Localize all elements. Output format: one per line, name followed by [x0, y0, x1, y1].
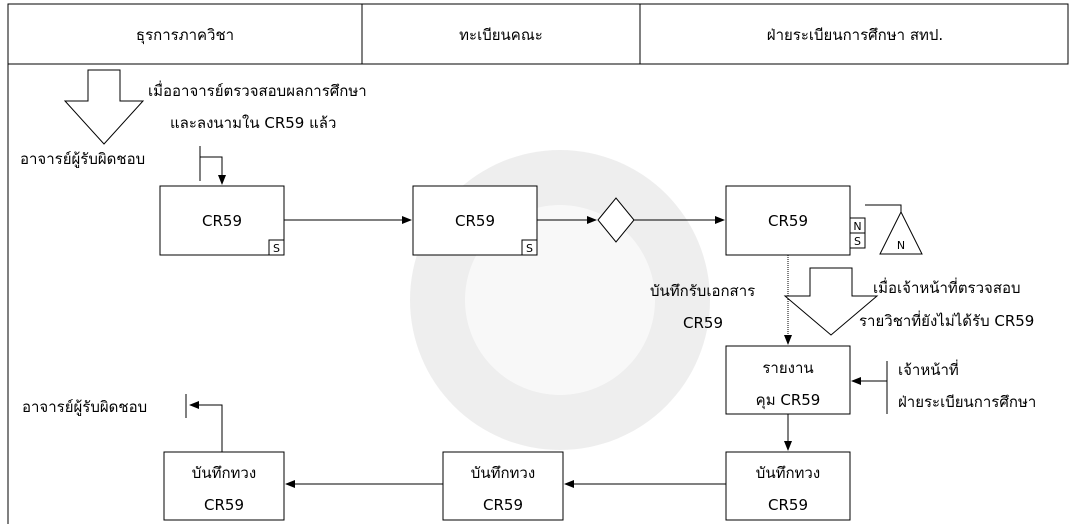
- box-reminder-faculty: บันทึกทวง CR59: [442, 451, 564, 521]
- check-note-line2: รายวิชาที่ยังไม่ได้รับ CR59: [859, 310, 1034, 330]
- svg-text:CR59: CR59: [455, 212, 495, 230]
- svg-text:N: N: [853, 220, 861, 233]
- svg-text:S: S: [854, 235, 861, 248]
- officer-connector: [852, 361, 888, 414]
- start-arrow-shape: [63, 69, 145, 145]
- lane-registration-office: ฝ่ายระเบียนการศึกษา สทป.: [767, 26, 943, 44]
- s-marker-faculty: [521, 239, 538, 256]
- box-report: รายงาน คุม CR59: [725, 345, 851, 415]
- box-reminder-registry: บันทึกทวง CR59: [725, 451, 851, 521]
- lane-faculty-registrar: ทะเบียนคณะ: [459, 26, 543, 44]
- storage-label: N: [897, 239, 905, 252]
- officer-note-line2: ฝ่ายระเบียนการศึกษา: [898, 393, 1036, 411]
- s-marker-registry: [849, 232, 866, 249]
- start-note-line2: และลงนามใน CR59 แล้ว: [170, 114, 336, 132]
- box-cr59-department: S CR59: [159, 185, 285, 256]
- svg-text:รายงาน: รายงาน: [762, 359, 813, 377]
- instructor-label-top: อาจารย์ผู้รับผิดชอบ: [20, 150, 145, 168]
- check-note-line1: เมื่อเจ้าหน้าที่ตรวจสอบ: [873, 277, 1021, 297]
- svg-text:คุม CR59: คุม CR59: [756, 391, 821, 410]
- box-cr59-registry: N S CR59: [725, 185, 866, 256]
- svg-text:บันทึกทวง: บันทึกทวง: [756, 464, 820, 482]
- svg-text:CR59: CR59: [202, 212, 242, 230]
- officer-note-line1: เจ้าหน้าที่: [898, 359, 959, 379]
- box-cr59-faculty: S CR59: [412, 185, 538, 256]
- storage-triangle: [879, 210, 923, 255]
- start-note-line1: เมื่ออาจารย์ตรวจสอบผลการศึกษา: [148, 80, 367, 100]
- received-note-line1: บันทึกรับเอกสาร: [650, 282, 755, 300]
- svg-text:บันทึกทวง: บันทึกทวง: [192, 464, 256, 482]
- arrow-reminder-to-instructor: [189, 401, 223, 452]
- svg-text:บันทึกทวง: บันทึกทวง: [471, 464, 535, 482]
- svg-text:S: S: [526, 242, 533, 255]
- received-note-line2: CR59: [683, 314, 723, 332]
- instructor-to-cr59-connector: [199, 146, 222, 184]
- swimlane-header: ธุรการภาควิชา ทะเบียนคณะ ฝ่ายระเบียนการศ…: [7, 3, 1069, 65]
- instructor-label-bottom: อาจารย์ผู้รับผิดชอบ: [22, 398, 147, 416]
- svg-text:CR59: CR59: [204, 496, 244, 514]
- s-marker-department: [268, 239, 285, 256]
- check-arrow-shape: [783, 267, 879, 336]
- svg-text:CR59: CR59: [768, 212, 808, 230]
- box-reminder-department: บันทึกทวง CR59: [163, 451, 285, 521]
- lane-department: ธุรการภาควิชา: [136, 26, 234, 45]
- svg-text:CR59: CR59: [483, 496, 523, 514]
- storage-connector: [865, 204, 902, 212]
- svg-text:S: S: [273, 242, 280, 255]
- svg-text:CR59: CR59: [768, 496, 808, 514]
